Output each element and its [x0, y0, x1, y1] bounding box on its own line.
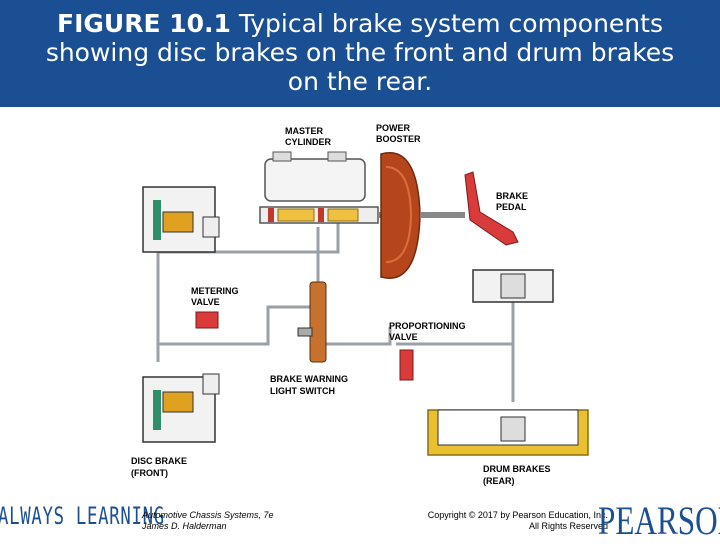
book-info: Automotive Chassis Systems, 7e James D. …: [142, 510, 274, 532]
label-master-cylinder-2: CYLINDER: [285, 137, 332, 147]
reservoir-cap-left: [272, 151, 292, 162]
fitting-upper: [202, 216, 220, 238]
rotor-upper: [153, 200, 161, 240]
footer: ALWAYS LEARNING Automotive Chassis Syste…: [0, 498, 720, 543]
label-disc-brake-1: DISC BRAKE: [131, 456, 187, 466]
master-cylinder-piston-2: [327, 208, 359, 222]
rear-drum-brake-upper: [472, 269, 554, 303]
caption-line-3: on the rear.: [287, 67, 433, 96]
rear-drum-brake-lower: [427, 409, 589, 456]
power-booster-highlight: [385, 166, 413, 263]
slide-title-bar: FIGURE 10.1 Typical brake system compone…: [0, 0, 720, 107]
power-booster-body: [380, 152, 421, 279]
front-disc-brake-upper: [142, 186, 220, 253]
label-brake-pedal-1: BRAKE: [496, 191, 528, 201]
wheel-cylinder-upper-core: [500, 273, 526, 299]
pad-lower: [162, 391, 194, 413]
brake-pedal: [464, 171, 519, 246]
master-cylinder-seal-1: [268, 208, 274, 222]
label-proportioning-valve-2: VALVE: [389, 332, 418, 342]
metering-valve: [195, 311, 219, 329]
master-cylinder-reservoir: [264, 158, 366, 202]
label-drum-brakes-1: DRUM BRAKES: [483, 464, 551, 474]
always-learning-logo: ALWAYS LEARNING: [0, 502, 165, 530]
reservoir-cap-right: [327, 151, 347, 162]
master-cylinder: [259, 151, 398, 224]
pearson-logo: PEARSON: [598, 498, 720, 543]
master-cylinder-seal-2: [318, 208, 324, 222]
book-author: James D. Halderman: [142, 521, 227, 531]
power-booster: [380, 152, 465, 279]
warning-switch-terminal: [297, 327, 313, 337]
label-power-booster-1: POWER: [376, 123, 411, 133]
brake-lines: [156, 217, 515, 402]
brake-pedal-arm: [464, 171, 519, 246]
booster-output-rod: [420, 212, 465, 218]
warning-switch-body: [309, 281, 327, 363]
label-brake-pedal-2: PEDAL: [496, 202, 527, 212]
label-metering-valve-1: METERING: [191, 286, 239, 296]
label-disc-brake-2: (FRONT): [131, 468, 168, 478]
rotor-lower: [153, 390, 161, 430]
proportioning-valve: [399, 349, 414, 381]
master-cylinder-piston-1: [277, 208, 315, 222]
label-metering-valve-2: VALVE: [191, 297, 220, 307]
caption-line-2: showing disc brakes on the front and dru…: [45, 38, 675, 67]
copyright-line-1: Copyright © 2017 by Pearson Education, I…: [427, 510, 608, 520]
figure-label: FIGURE 10.1: [57, 9, 231, 38]
copyright-notice: Copyright © 2017 by Pearson Education, I…: [402, 510, 608, 532]
fitting-lower: [202, 373, 220, 395]
wheel-cylinder-lower-core: [500, 416, 526, 442]
caption-line-1: Typical brake system components: [238, 9, 663, 38]
pad-upper: [162, 211, 194, 233]
book-title: Automotive Chassis Systems, 7e: [142, 510, 274, 520]
brake-warning-light-switch: [297, 281, 327, 363]
label-proportioning-valve-1: PROPORTIONING: [389, 321, 466, 331]
title-line-1: FIGURE 10.1 Typical brake system compone…: [0, 9, 720, 38]
brake-system-diagram: MASTER CYLINDER POWER BOOSTER BRAKE PEDA…: [131, 123, 589, 486]
label-drum-brakes-2: (REAR): [483, 476, 515, 486]
label-master-cylinder-1: MASTER: [285, 126, 324, 136]
label-warning-switch-1: BRAKE WARNING: [270, 374, 348, 384]
copyright-line-2: All Rights Reserved: [528, 521, 608, 531]
label-warning-switch-2: LIGHT SWITCH: [270, 386, 335, 396]
front-disc-brake-lower: [142, 373, 220, 443]
label-power-booster-2: BOOSTER: [376, 134, 421, 144]
